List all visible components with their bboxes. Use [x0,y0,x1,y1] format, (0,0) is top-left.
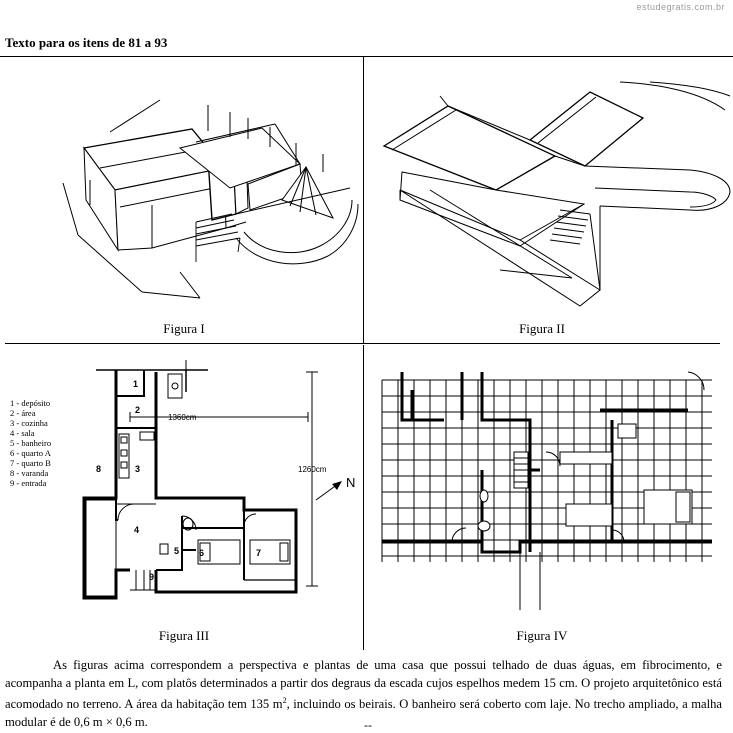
legend-item: 9 - entrada [10,478,47,488]
legend-item: 4 - sala [10,428,35,438]
north-label: N [346,475,355,490]
plan-legend: 1 - depósito 2 - área 3 - cozinha 4 - sa… [10,398,52,488]
legend-item: 6 - quarto A [10,448,52,458]
figure-1-perspective [62,99,359,299]
figure-1-caption: Figura I [163,321,205,336]
figure-4-grid-plan [381,371,712,610]
watermark: estudegratis.com.br [636,2,725,12]
room-number: 6 [199,548,204,558]
figure-2-caption: Figura II [519,321,565,336]
area-superscript: 2 [282,696,287,705]
room-number: 9 [149,572,154,582]
figure-3-floor-plan: N 1360cm 1260cm 1 2 3 4 5 6 7 8 9 1 - de… [10,360,355,600]
legend-item: 8 - varanda [10,468,48,478]
room-number: 1 [133,379,138,389]
room-number: 3 [135,464,140,474]
dim-vertical-label: 1260cm [298,465,327,474]
legend-item: 7 - quarto B [10,458,51,468]
room-number: 8 [96,464,101,474]
legend-item: 3 - cozinha [10,418,48,428]
figure-2-roof-plan [382,81,731,307]
room-number: 5 [174,546,179,556]
legend-item: 2 - área [10,408,36,418]
room-number: 2 [135,405,140,415]
legend-item: 5 - banheiro [10,438,51,448]
room-number: 7 [256,548,261,558]
paragraph-text-2: , incluindo os beirais. O banheiro será … [5,697,722,729]
description-paragraph: As figuras acima correspondem a perspect… [5,657,722,731]
section-heading: Texto para os itens de 81 a 93 [5,35,168,50]
trailing-mark: -- [364,718,372,732]
dim-horizontal-label: 1360cm [168,413,197,422]
room-number: 4 [134,525,139,535]
legend-item: 1 - depósito [10,398,50,408]
figure-3-caption: Figura III [159,628,209,643]
figure-4-caption: Figura IV [517,628,569,643]
paragraph-text: As figuras acima correspondem a perspect… [5,658,722,712]
